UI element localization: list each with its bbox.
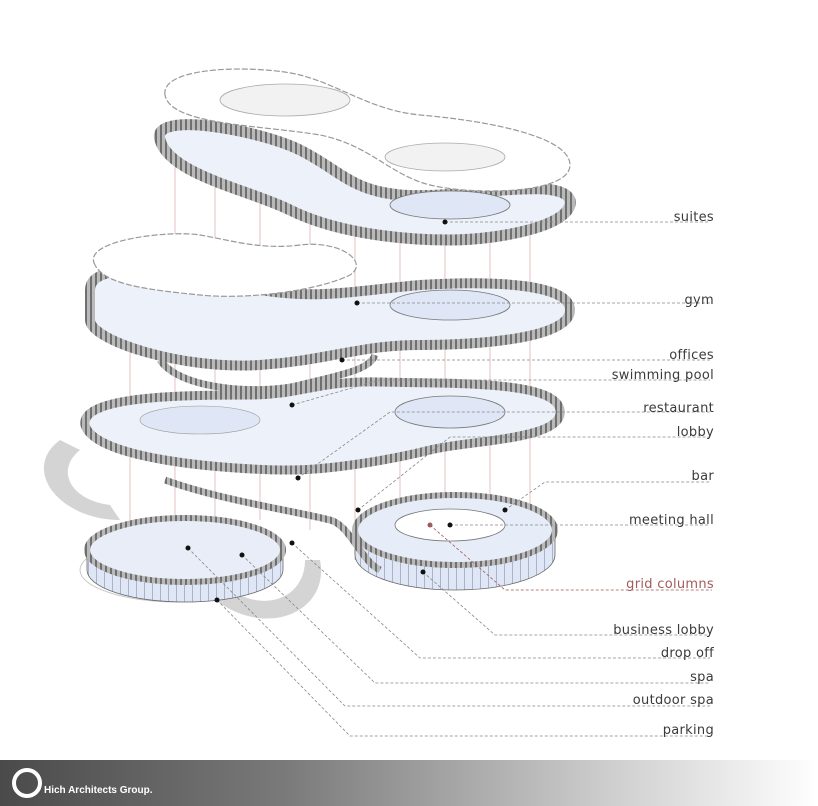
label-business-lobby: business lobby — [613, 623, 714, 638]
leader-line-drop-off — [291, 542, 710, 659]
label-suites: suites — [673, 210, 714, 225]
level-spa — [79, 515, 286, 603]
label-meeting-hall: meeting hall — [628, 513, 714, 528]
leader-dot-swimming-pool — [289, 402, 295, 408]
brand-name: Hich Architects Group. — [44, 785, 153, 796]
leader-dot-lobby — [355, 507, 361, 513]
leader-line-grid-columns — [429, 524, 712, 591]
leader-line-outdoor-spa — [187, 547, 710, 707]
label-offices: offices — [669, 348, 714, 363]
leader-line-restaurant — [297, 411, 710, 479]
leader-dot-outdoor-spa — [185, 545, 191, 551]
label-bar: bar — [691, 469, 714, 484]
leader-line-business-lobby — [422, 571, 710, 636]
leader-dot-meeting-hall — [447, 522, 453, 528]
level-swimming-pool — [157, 353, 379, 394]
label-outdoor-spa: outdoor spa — [632, 693, 714, 708]
leader-dot-spa — [239, 552, 245, 558]
label-grid-columns: grid columns — [626, 577, 714, 592]
leader-line-parking — [216, 599, 710, 737]
leader-dot-bar — [502, 507, 508, 513]
leader-line-lobby — [357, 436, 710, 511]
level-offices — [85, 233, 576, 371]
leader-lines — [185, 219, 712, 737]
leader-dot-parking — [214, 597, 220, 603]
brand-logo-icon — [12, 768, 42, 798]
leader-dot-drop-off — [289, 540, 295, 546]
leader-line-swimming-pool — [291, 379, 710, 406]
leader-dot-gym — [354, 300, 360, 306]
label-restaurant: restaurant — [643, 401, 714, 416]
leader-dot-suites — [442, 219, 448, 225]
leader-dot-grid-columns — [427, 522, 433, 528]
level-suites — [154, 68, 576, 246]
level-lobby — [80, 377, 565, 475]
label-swimming-pool: swimming pool — [611, 368, 714, 383]
label-drop-off: drop off — [660, 646, 714, 661]
leader-dot-business-lobby — [420, 569, 426, 575]
leader-line-spa — [241, 554, 710, 684]
leader-dot-offices — [339, 357, 345, 363]
footer-bar: Hich Architects Group. — [0, 760, 818, 806]
ground-shadow — [43, 440, 322, 619]
label-lobby: lobby — [676, 425, 714, 440]
label-parking: parking — [662, 723, 714, 738]
leader-dot-restaurant — [295, 475, 301, 481]
leader-line-bar — [504, 481, 710, 511]
label-spa: spa — [690, 670, 714, 685]
label-gym: gym — [684, 293, 714, 308]
exploded-axonometric-diagram — [43, 68, 712, 737]
